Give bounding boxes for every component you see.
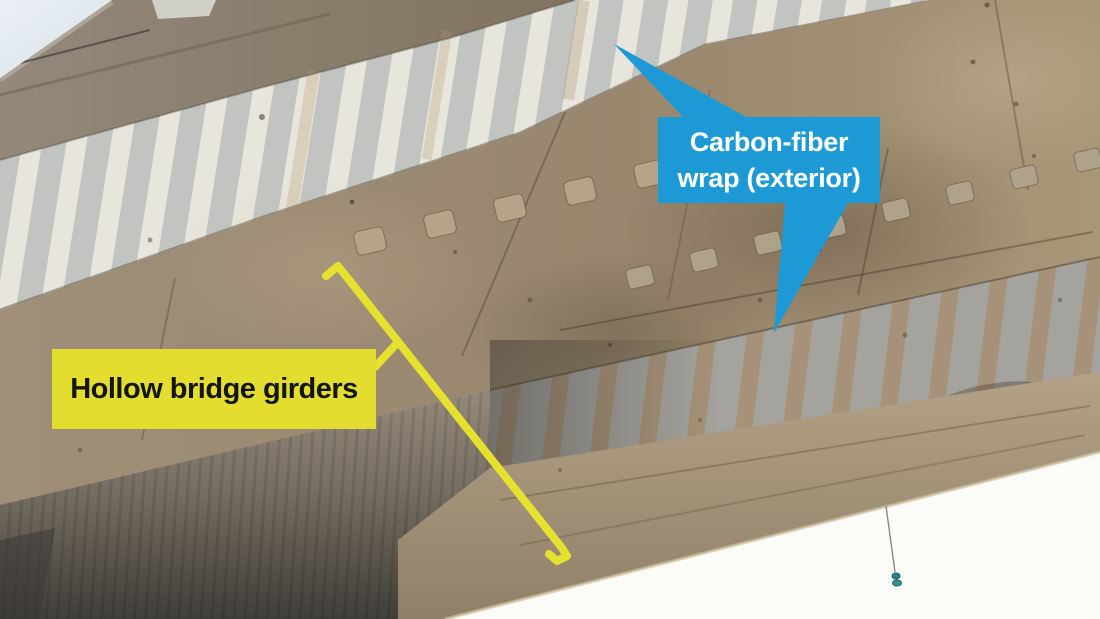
joint-seam	[857, 147, 889, 296]
girder-corner-dark	[0, 528, 55, 619]
soffit-light-stain	[860, 0, 1100, 170]
stain-streak	[421, 30, 453, 160]
callout-carbon-fiber-line2: wrap (exterior)	[677, 163, 861, 193]
bottom-edge-highlight	[444, 450, 1100, 619]
carbon-fiber-callout-tail	[774, 203, 848, 333]
bridge-fascia-band	[0, 0, 575, 160]
girder-bottom-flange	[398, 372, 1100, 619]
parapet-edge-highlight	[0, 0, 114, 83]
railing-cable-line	[15, 29, 151, 65]
flange-striation	[499, 405, 1091, 501]
fascia-joint-line	[0, 12, 331, 97]
girder-corner-line	[559, 231, 1094, 331]
callout-hollow-bridge-girders: Hollow bridge girders	[52, 349, 376, 429]
tie-hole-dots	[77, 2, 1063, 472]
stain-streak	[562, 0, 590, 101]
shadow-streak-texture	[0, 390, 490, 619]
flange-striation	[519, 434, 1086, 546]
carbon-fiber-callout-pointer-top	[614, 44, 748, 118]
joint-seam	[994, 0, 1029, 191]
deck-edge-light-block	[152, 0, 216, 19]
upper-wrap-stripes	[0, 0, 930, 310]
wire-insulator	[891, 572, 901, 580]
callout-carbon-fiber-line1: Carbon-fiber	[689, 127, 849, 157]
hollow-girders-bracket-tick	[371, 338, 402, 371]
joint-seam	[461, 111, 566, 357]
web-top-edge-line	[489, 256, 1100, 391]
hanging-wire	[885, 505, 902, 587]
band-top-edge-line	[0, 0, 576, 161]
callout-hollow-girders-label: Hollow bridge girders	[70, 373, 358, 405]
girder-shadow-side	[0, 390, 490, 619]
callout-carbon-fiber-wrap: Carbon-fiber wrap (exterior)	[658, 117, 880, 203]
sky-top-left	[0, 0, 112, 78]
wire-insulator	[892, 579, 902, 587]
hollow-girders-bracket-line	[322, 262, 571, 565]
